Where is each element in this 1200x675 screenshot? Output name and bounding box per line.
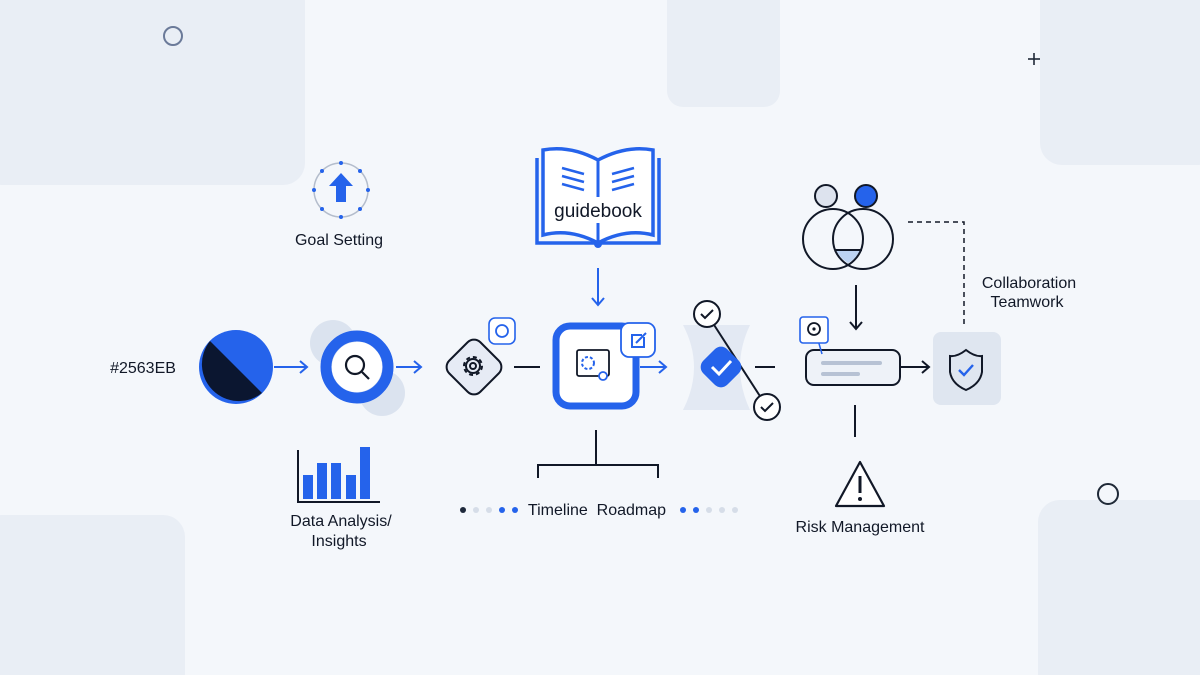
guidebook-node[interactable]: guidebook [535, 147, 661, 248]
data-analysis-label: Data Analysis/ [290, 513, 392, 530]
warning-icon [834, 460, 886, 508]
target-icon [807, 322, 821, 336]
arrow-up-icon [329, 173, 353, 202]
flow-arrow-down [591, 268, 605, 307]
check-icon [710, 359, 733, 377]
risk-management-label: Risk Management [796, 519, 926, 536]
color-code-label: #2563EB [110, 360, 176, 377]
refresh-icon [495, 324, 509, 338]
timeline-node: Timeline Roadmap [460, 502, 738, 519]
collaboration-label: Collaboration [982, 275, 1076, 292]
teamwork-label: Teamwork [991, 294, 1065, 311]
people-venn-icon [802, 184, 894, 270]
dashed-connector [908, 221, 965, 326]
search-node [310, 320, 405, 416]
flow-arrow [900, 360, 931, 374]
half-pie-icon [199, 330, 273, 404]
gear-icon [581, 356, 595, 370]
flow-arrow [396, 360, 423, 374]
approval-node[interactable] [683, 300, 781, 421]
check-icon [700, 309, 714, 320]
goal-setting-node: Goal Setting [295, 161, 383, 249]
task-card-node[interactable] [799, 316, 901, 386]
edit-icon [631, 332, 647, 348]
goal-setting-label: Goal Setting [295, 232, 383, 249]
guidebook-label: guidebook [554, 201, 642, 222]
decor-circle-icon [163, 26, 183, 46]
plus-icon [1028, 53, 1040, 65]
insights-label: Insights [311, 533, 366, 550]
settings-node[interactable] [443, 317, 516, 398]
decor-circle-icon [1097, 483, 1119, 505]
shield-check-icon [949, 348, 983, 392]
check-icon [760, 402, 774, 413]
flow-arrow-down [849, 285, 863, 331]
magnifier-icon [598, 371, 608, 381]
bar-chart-icon [297, 447, 380, 503]
bracket-connector [537, 430, 659, 478]
gear-icon [463, 356, 483, 376]
magnifier-icon [344, 354, 370, 380]
flow-arrow [640, 360, 668, 374]
timeline-label: Timeline Roadmap [528, 502, 666, 519]
settings-badge [488, 317, 516, 345]
workspace-node[interactable] [552, 322, 656, 410]
security-node[interactable] [933, 332, 1001, 405]
flow-arrow [274, 360, 309, 374]
